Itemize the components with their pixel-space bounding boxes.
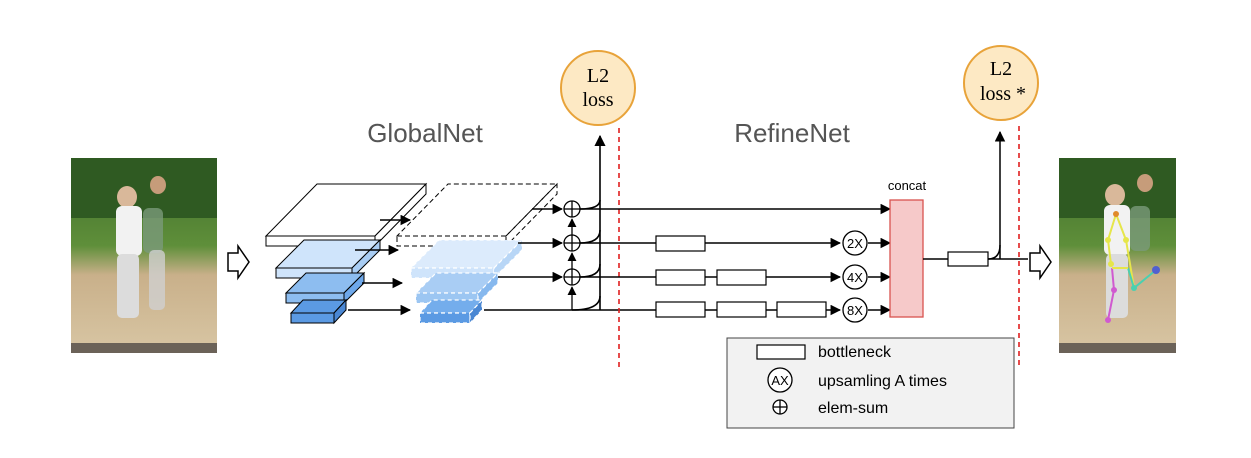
bottleneck-icon <box>756 344 806 360</box>
output-image <box>1059 158 1176 353</box>
globalnet-title: GlobalNet <box>367 118 483 148</box>
globalnet-loss-node: L2 loss <box>560 50 636 126</box>
output-arrow-icon <box>1029 243 1052 281</box>
concat-block: concat <box>888 178 927 318</box>
elem-sum-nodes <box>563 200 581 286</box>
legend-elem-sum-label: elem-sum <box>818 400 888 417</box>
input-arrow-icon <box>227 243 250 281</box>
upsampling-icon: 8X <box>842 297 868 323</box>
elem-sum-icon <box>563 234 581 252</box>
svg-text:AX: AX <box>771 373 789 388</box>
refinenet-title: RefineNet <box>734 118 850 148</box>
bottleneck-icon <box>655 269 706 286</box>
svg-text:8X: 8X <box>847 303 863 318</box>
svg-text:2X: 2X <box>847 236 863 251</box>
elem-sum-icon <box>563 200 581 218</box>
final-branch <box>923 130 1028 267</box>
upsampling-icon: 4X <box>842 264 868 290</box>
upsampling-nodes: 2X 4X 8X <box>842 230 868 323</box>
svg-text:4X: 4X <box>847 270 863 285</box>
legend-upsampling-label: upsamling A times <box>818 373 947 390</box>
input-image <box>71 158 217 353</box>
svg-text:loss *: loss * <box>980 83 1026 105</box>
upsampling-icon: AX <box>767 367 793 393</box>
bottleneck-blocks <box>655 235 827 318</box>
bottleneck-icon <box>776 301 827 318</box>
globalnet-feature-pyramid <box>395 182 559 325</box>
refinenet-loss-node: L2 loss * <box>963 45 1039 121</box>
bottleneck-icon <box>716 301 767 318</box>
refinenet-rows <box>580 203 892 316</box>
lateral-connections <box>348 203 640 316</box>
stage-dividers <box>618 126 1020 370</box>
bottleneck-icon <box>655 301 706 318</box>
svg-text:concat: concat <box>888 178 927 193</box>
upsampling-icon: 2X <box>842 230 868 256</box>
svg-text:loss: loss <box>582 89 613 111</box>
globalnet-loss-branch <box>571 134 606 311</box>
bottleneck-icon <box>716 269 767 286</box>
svg-text:L2: L2 <box>990 58 1012 80</box>
elem-sum-icon <box>772 399 788 415</box>
legend-bottleneck-label: bottleneck <box>818 344 892 361</box>
bottleneck-icon <box>655 235 706 252</box>
legend: bottleneck AX upsamling A times elem-sum <box>726 337 1015 429</box>
svg-text:L2: L2 <box>587 65 609 87</box>
backbone-feature-pyramid <box>264 182 428 325</box>
elem-sum-icon <box>563 268 581 286</box>
